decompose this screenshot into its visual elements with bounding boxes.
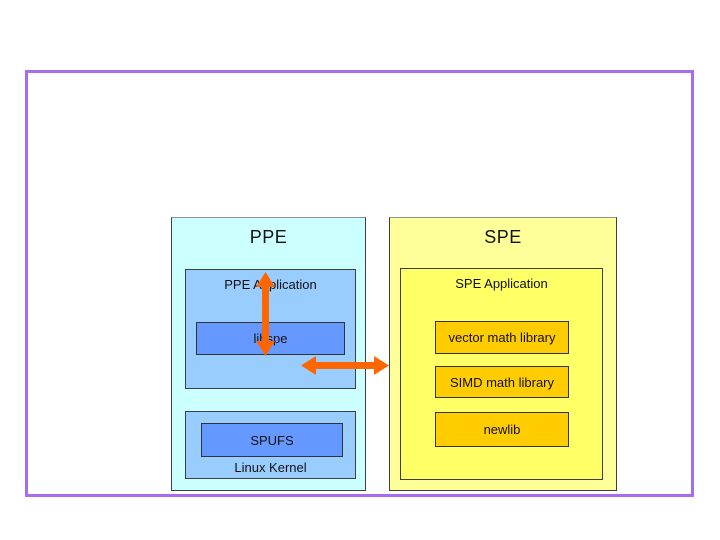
spe-title: SPE [484, 227, 522, 247]
spufs-box: SPUFS [201, 423, 343, 457]
libspe-label: libspe [253, 331, 288, 346]
linux-kernel-title: Linux Kernel [234, 460, 307, 475]
newlib-label: newlib [483, 422, 521, 437]
vector-math-library-label: vector math library [448, 330, 556, 345]
simd-math-library-label: SIMD math library [449, 374, 555, 390]
vector-math-library-box: vector math library [435, 321, 569, 354]
spufs-label: SPUFS [250, 432, 294, 448]
slide-frame: PPE PPE Application libspe Linux Kernel … [25, 70, 694, 497]
spe-application-title: SPE Application [455, 276, 548, 291]
ppe-application-title: PPE Application [224, 277, 317, 292]
simd-math-library-box: SIMD math library [435, 366, 569, 398]
ppe-title: PPE [249, 227, 288, 247]
newlib-box: newlib [435, 412, 569, 447]
libspe-box: libspe [196, 322, 345, 355]
